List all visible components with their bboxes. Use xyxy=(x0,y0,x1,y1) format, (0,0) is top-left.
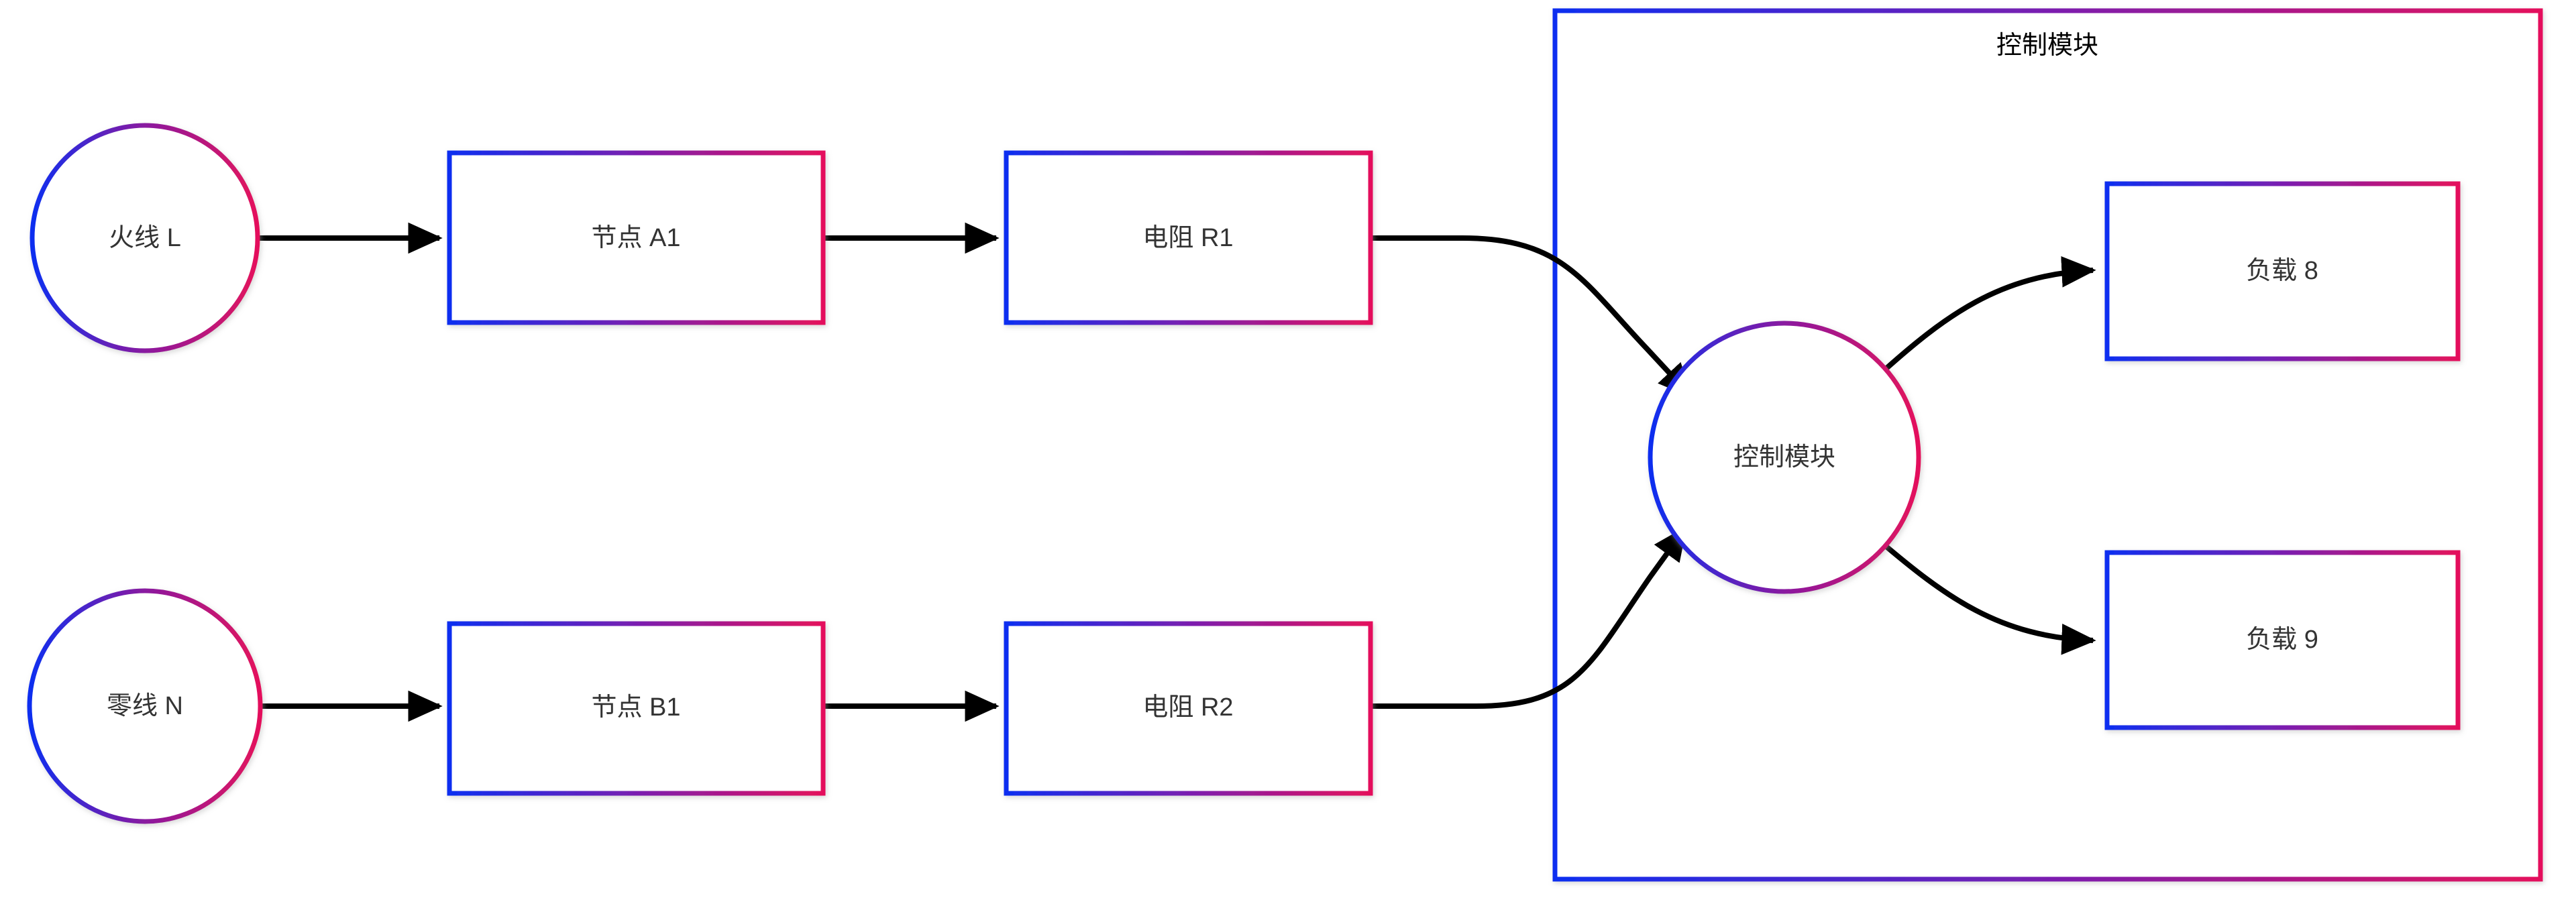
node-control-module-circle xyxy=(1648,321,1921,594)
edge-control-module-to-load-9 xyxy=(1876,537,2096,655)
node-resistor-r1-label: 电阻 R1 xyxy=(1142,224,1233,252)
node-resistor-r1[interactable]: 电阻 R1 xyxy=(1004,150,1373,325)
node-point-a1-box xyxy=(447,150,826,325)
edge-layer xyxy=(259,222,2096,722)
node-load-9[interactable]: 负载 9 xyxy=(2104,550,2461,730)
node-load-8[interactable]: 负载 8 xyxy=(2104,181,2461,361)
node-point-b1-label: 节点 B1 xyxy=(591,693,680,722)
node-neutral-wire[interactable]: 零线 N xyxy=(27,588,263,824)
node-point-a1-label: 节点 A1 xyxy=(591,224,680,252)
node-live-wire-circle xyxy=(30,123,260,353)
node-resistor-r1-box xyxy=(1004,150,1373,325)
node-point-b1[interactable]: 节点 B1 xyxy=(447,621,826,796)
edge-resistor-r1-to-control-module xyxy=(1371,235,1693,398)
node-neutral-wire-circle xyxy=(27,588,263,824)
node-resistor-r2[interactable]: 电阻 R2 xyxy=(1004,621,1373,796)
node-control-module[interactable]: 控制模块 xyxy=(1648,321,1921,594)
node-point-b1-box xyxy=(447,621,826,796)
node-load-8-box xyxy=(2104,181,2461,361)
node-resistor-r2-label: 电阻 R2 xyxy=(1142,693,1233,722)
edge-resistor-r2-to-control-module xyxy=(1371,526,1688,709)
cluster-control-module-title: 控制模块 xyxy=(1996,32,2098,60)
node-point-a1[interactable]: 节点 A1 xyxy=(447,150,826,325)
node-neutral-wire-label: 零线 N xyxy=(107,692,183,720)
node-load-9-box xyxy=(2104,550,2461,730)
edge-control-module-to-load-8 xyxy=(1876,256,2096,378)
node-resistor-r2-box xyxy=(1004,621,1373,796)
node-live-wire-label: 火线 L xyxy=(109,224,181,252)
node-control-module-label: 控制模块 xyxy=(1733,443,1835,471)
node-load-8-label: 负载 8 xyxy=(2246,257,2318,285)
node-live-wire[interactable]: 火线 L xyxy=(30,123,260,353)
node-load-9-label: 负载 9 xyxy=(2246,626,2318,654)
